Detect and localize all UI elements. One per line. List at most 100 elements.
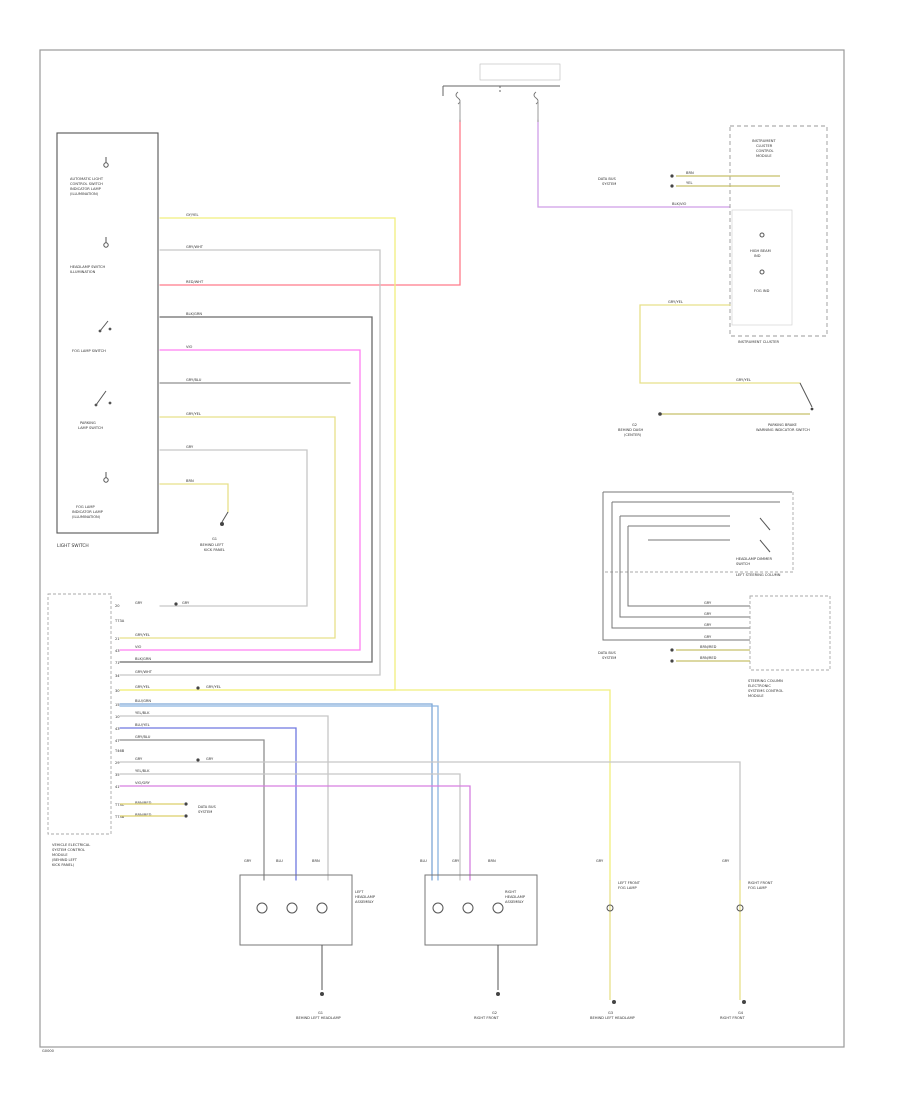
svg-text:INDICATOR LAMP: INDICATOR LAMP <box>72 510 104 514</box>
svg-text:SYSTEM: SYSTEM <box>602 656 616 660</box>
svg-text:GRY: GRY <box>704 601 712 605</box>
svg-text:FOG LAMP SWITCH: FOG LAMP SWITCH <box>72 349 106 353</box>
svg-text:BRN/RED: BRN/RED <box>700 656 717 660</box>
svg-text:GRY/BLU: GRY/BLU <box>135 735 151 739</box>
instrument-cluster-box <box>729 125 828 337</box>
bcm-label: VEHICLE ELECTRICAL SYSTEM CONTROL MODULE… <box>52 843 90 867</box>
svg-text:GY/YEL: GY/YEL <box>186 213 198 217</box>
svg-text:(CENTER): (CENTER) <box>624 433 642 437</box>
svg-text:HEADLAMP SWITCH: HEADLAMP SWITCH <box>70 265 106 269</box>
ground-g-switch: G1 BEHIND LEFT KICK PANEL <box>200 511 229 552</box>
svg-text:FOG LAMP: FOG LAMP <box>76 505 95 509</box>
svg-text:GRY/WHT: GRY/WHT <box>135 670 153 674</box>
steering-column-label: LEFT STEERING COLUMN <box>736 573 781 577</box>
svg-text:GRY: GRY <box>206 757 214 761</box>
instrument-cluster-label: INSTRUMENT CLUSTER <box>738 340 779 344</box>
svg-text:HEADLAMP: HEADLAMP <box>505 895 526 899</box>
svg-text:GRY/BLU: GRY/BLU <box>186 378 202 382</box>
svg-text:15: 15 <box>115 703 120 707</box>
svg-text:DATA BUS: DATA BUS <box>598 177 616 181</box>
svg-text:GRY: GRY <box>596 859 604 863</box>
svg-text:SYSTEM: SYSTEM <box>602 182 616 186</box>
svg-text:STEERING COLUMN: STEERING COLUMN <box>748 679 783 683</box>
svg-text:GRY/YEL: GRY/YEL <box>736 378 751 382</box>
ic-wires: DATA BUS SYSTEM BRN YEL BLK/VIO GRY/YEL … <box>598 171 814 437</box>
svg-text:VIO: VIO <box>186 345 193 349</box>
light-switch-box <box>56 132 159 534</box>
svg-text:GRY: GRY <box>704 623 712 627</box>
svg-text:G2: G2 <box>492 1011 497 1015</box>
svg-text:INSTRUMENT: INSTRUMENT <box>752 139 776 143</box>
svg-text:T46B: T46B <box>114 749 125 753</box>
svg-text:GRY/WHT: GRY/WHT <box>186 245 204 249</box>
svg-text:WARNING INDICATOR SWITCH: WARNING INDICATOR SWITCH <box>756 428 810 432</box>
svg-text:KICK PANEL: KICK PANEL <box>204 548 225 552</box>
svg-text:ASSEMBLY: ASSEMBLY <box>505 900 524 904</box>
svg-text:20: 20 <box>115 604 120 608</box>
svg-text:CLUSTER: CLUSTER <box>756 144 773 148</box>
svg-text:BLK/GRN: BLK/GRN <box>186 312 202 316</box>
svg-text:SWITCH: SWITCH <box>736 562 750 566</box>
light-switch-symbols: AUTOMATIC LIGHT CONTROL SWITCH INDICATOR… <box>70 157 112 519</box>
svg-text:LEFT FRONT: LEFT FRONT <box>618 881 641 885</box>
svg-text:GRY: GRY <box>244 859 252 863</box>
svg-text:BRN/RED: BRN/RED <box>135 813 152 817</box>
svg-text:FOG LAMP: FOG LAMP <box>748 886 767 890</box>
svg-text:G4: G4 <box>738 1011 744 1015</box>
ground-labels: G1 BEHIND LEFT HEADLAMP G2 RIGHT FRONT G… <box>296 1011 745 1020</box>
svg-text:71: 71 <box>115 661 120 665</box>
svg-text:34: 34 <box>115 674 120 678</box>
svg-text:HEADLAMP DIMMER: HEADLAMP DIMMER <box>736 557 772 561</box>
svg-text:INDICATOR LAMP: INDICATOR LAMP <box>70 187 102 191</box>
svg-text:HEADLAMP: HEADLAMP <box>355 895 376 899</box>
svg-text:ELECTRONIC: ELECTRONIC <box>748 684 771 688</box>
svg-text:FOG LAMP: FOG LAMP <box>618 886 637 890</box>
svg-text:GRY: GRY <box>704 612 712 616</box>
svg-text:RIGHT FRONT: RIGHT FRONT <box>720 1016 745 1020</box>
svg-text:HIGH BEAM: HIGH BEAM <box>750 249 771 253</box>
svg-text:T73B: T73B <box>114 815 125 819</box>
combination-switch-contents: DATA BUS SYSTEM BRN/RED BRN/RED STEERING… <box>598 645 783 698</box>
svg-text:GRY/YEL: GRY/YEL <box>135 685 150 689</box>
svg-text:BEHIND LEFT: BEHIND LEFT <box>200 543 224 547</box>
svg-text:DATA BUS: DATA BUS <box>598 651 616 655</box>
wire-purple-ic <box>537 119 731 208</box>
bcm-box <box>47 593 112 835</box>
svg-text:GRY/YEL: GRY/YEL <box>186 412 201 416</box>
svg-text:CONTROL SWITCH: CONTROL SWITCH <box>70 182 103 186</box>
right-fog-lamp: RIGHT FRONT FOG LAMP GRY <box>722 859 773 1004</box>
svg-text:BRN: BRN <box>312 859 320 863</box>
svg-text:GRY/YEL: GRY/YEL <box>206 685 221 689</box>
svg-text:VIO/GRY: VIO/GRY <box>135 781 151 785</box>
svg-text:G3: G3 <box>608 1011 613 1015</box>
steering-column-switch: HEADLAMP DIMMER SWITCH LEFT STEERING COL… <box>602 491 794 577</box>
svg-text:ILLUMINATION: ILLUMINATION <box>70 270 96 274</box>
svg-text:GRY/YEL: GRY/YEL <box>668 300 683 304</box>
svg-text:PARKING: PARKING <box>80 421 96 425</box>
svg-text:30: 30 <box>115 689 120 693</box>
svg-text:VEHICLE ELECTRICAL: VEHICLE ELECTRICAL <box>52 843 90 847</box>
svg-text:BLU: BLU <box>276 859 283 863</box>
svg-text:RIGHT FRONT: RIGHT FRONT <box>474 1016 499 1020</box>
svg-text:BRN/RED: BRN/RED <box>700 645 717 649</box>
svg-text:(ILLUMINATION): (ILLUMINATION) <box>72 515 101 519</box>
svg-text:LAMP SWITCH: LAMP SWITCH <box>78 426 103 430</box>
svg-text:VIO: VIO <box>135 645 142 649</box>
svg-text:43: 43 <box>115 649 120 653</box>
svg-text:MODULE: MODULE <box>748 694 764 698</box>
svg-text:BRN/RED: BRN/RED <box>135 801 152 805</box>
svg-text:FOG IND: FOG IND <box>754 289 770 293</box>
svg-text:(BEHIND LEFT: (BEHIND LEFT <box>52 858 78 862</box>
svg-text:MODULE: MODULE <box>756 154 772 158</box>
svg-text:G1: G1 <box>318 1011 323 1015</box>
svg-text:GRY: GRY <box>704 635 712 639</box>
svg-text:BRN: BRN <box>686 171 694 175</box>
svg-text:10: 10 <box>115 715 120 719</box>
bcm-connectors <box>120 602 200 818</box>
corner-tag: G0000 <box>42 1049 55 1053</box>
svg-text:RIGHT: RIGHT <box>505 890 517 894</box>
svg-text:PARKING BRAKE: PARKING BRAKE <box>768 423 798 427</box>
svg-text:GRY/YEL: GRY/YEL <box>135 633 150 637</box>
svg-text:47: 47 <box>115 739 120 743</box>
svg-text:G1: G1 <box>212 537 217 541</box>
